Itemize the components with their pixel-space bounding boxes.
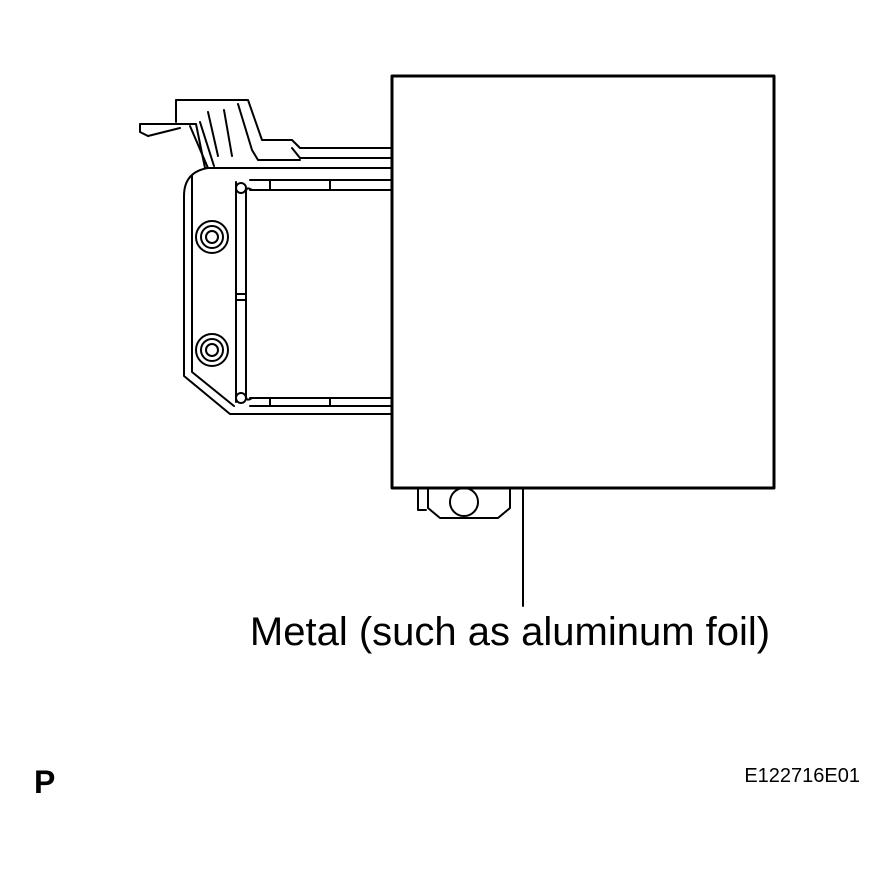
mounting-bracket [183, 167, 393, 415]
sensor-box [390, 74, 776, 490]
bottom-mount-tab [417, 487, 511, 519]
bolt-lower [195, 333, 229, 367]
figure-id: E122716E01 [744, 765, 860, 787]
view-label: P [34, 764, 56, 800]
callout-label: Metal (such as aluminum foil) [249, 610, 771, 654]
bracket-top-tab [139, 99, 393, 169]
bolt-upper [195, 220, 229, 254]
